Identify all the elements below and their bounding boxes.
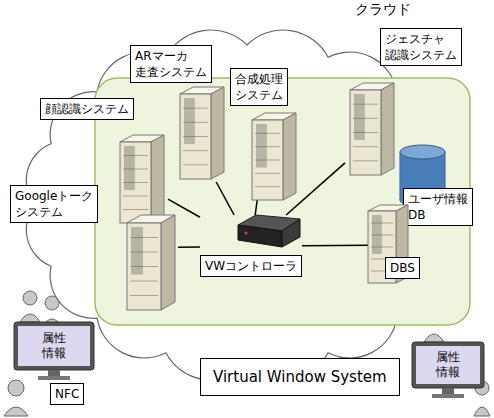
network-link	[302, 244, 368, 246]
server-node: VWコントローラ	[200, 215, 302, 277]
label-text: Virtual Window System	[200, 358, 400, 396]
monitor: 属性情報	[410, 340, 486, 398]
server-node: DBS	[368, 205, 420, 285]
label-text: NFC	[50, 383, 84, 405]
monitor-display	[412, 342, 484, 398]
system-label: ARマーカ 走査システム	[130, 45, 212, 83]
system-label: 合成処理 システム	[230, 68, 288, 106]
server-node: 合成処理 システム	[230, 68, 302, 200]
system-label: ジェスチャ 認識システム	[380, 28, 462, 66]
system-label: ユーザ情報 DB	[403, 188, 473, 226]
system-label: DBS	[385, 257, 420, 279]
cloud-title: クラウド	[355, 1, 411, 19]
system-label: 顔認識システム	[40, 98, 134, 120]
monitor: 属性情報	[12, 320, 96, 380]
network-link	[216, 182, 234, 215]
controller-device	[238, 215, 300, 247]
label-box: NFC	[50, 383, 84, 405]
screen-text: 属性情報	[436, 350, 460, 380]
server-node: Googleトーク システム	[10, 185, 178, 312]
server-icon	[120, 135, 164, 223]
screen-text: 属性情報	[42, 331, 66, 361]
system-label: VWコントローラ	[200, 255, 302, 277]
server-icon	[127, 215, 175, 310]
icon-graphic	[200, 215, 302, 249]
monitor-display	[14, 322, 94, 380]
server-node: ユーザ情報 DB	[395, 145, 490, 228]
network-link	[178, 246, 200, 248]
server-icon	[180, 87, 224, 179]
server-icon	[350, 83, 394, 175]
network-link	[255, 200, 257, 215]
label-box: Virtual Window System	[200, 358, 400, 396]
server-icon	[252, 113, 296, 200]
server-node: ARマーカ 走査システム	[130, 45, 228, 182]
system-label: Googleトーク システム	[10, 185, 98, 223]
